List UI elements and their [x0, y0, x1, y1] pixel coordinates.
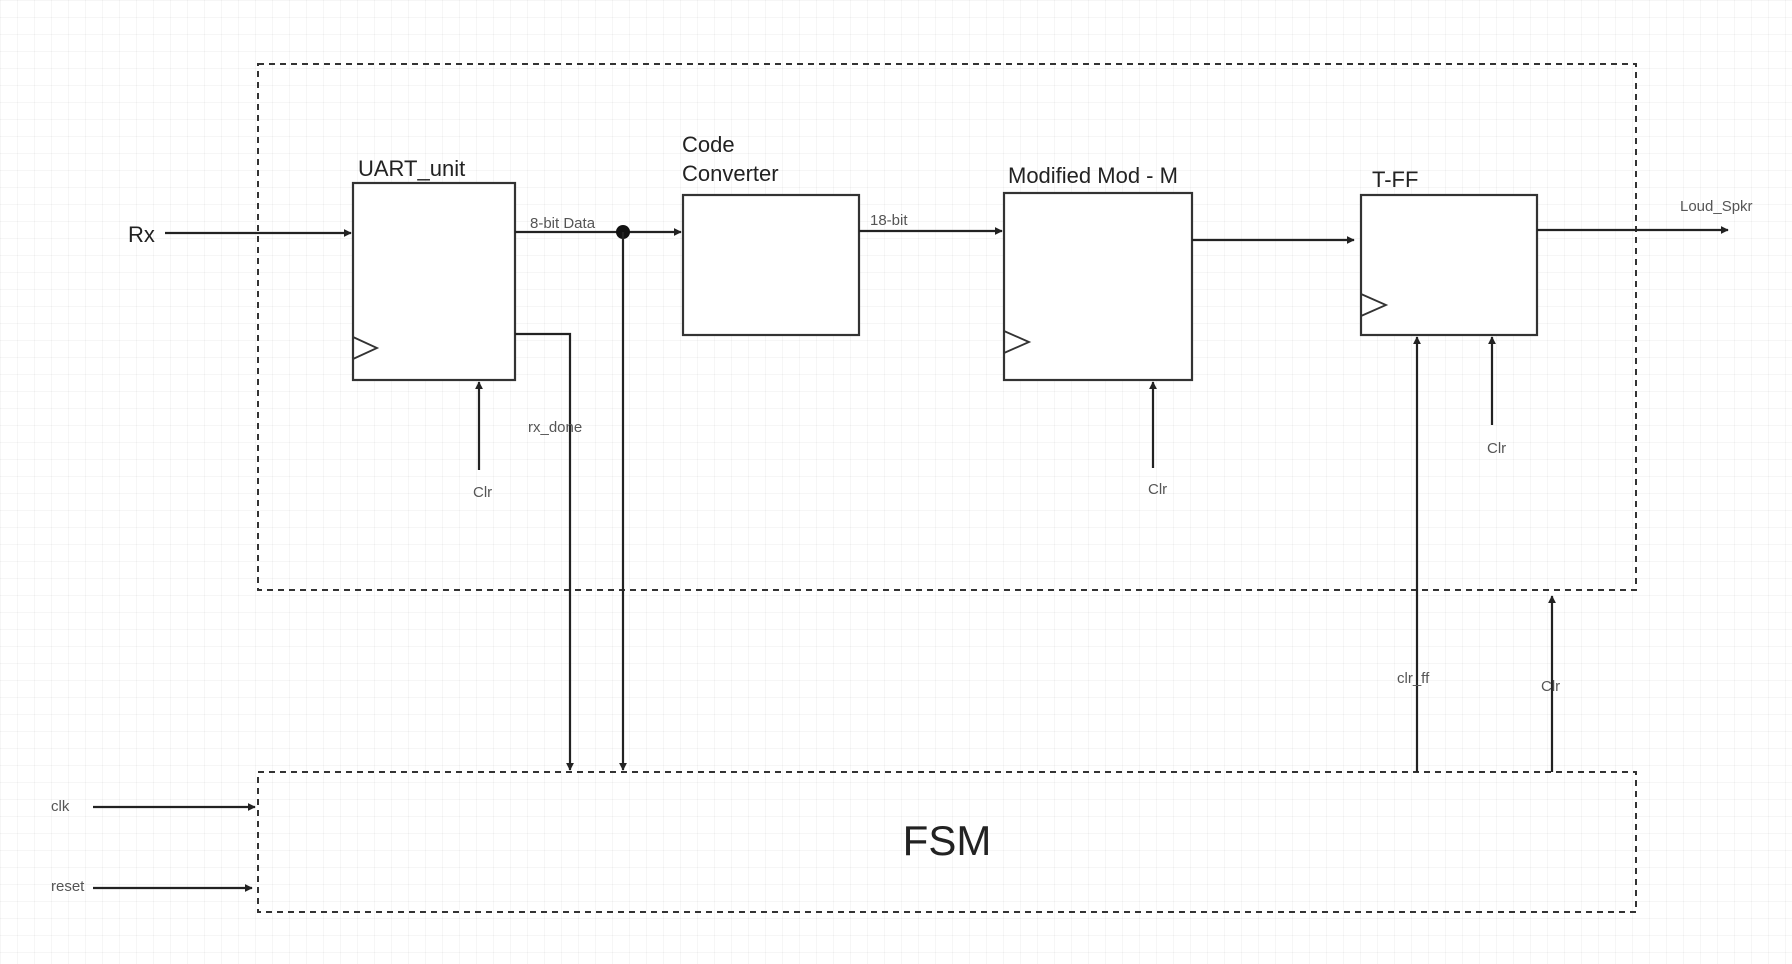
tff-block[interactable] — [1359, 193, 1539, 337]
uart-clock-triangle-icon — [352, 336, 380, 360]
code-converter-label-line2: Converter — [682, 161, 779, 186]
clk-label: clk — [51, 798, 70, 815]
reset-label: reset — [51, 878, 85, 895]
mod-m-clr-label: Clr — [1148, 481, 1167, 498]
clr-ff-label: clr_ff — [1397, 670, 1430, 687]
uart-unit-label: UART_unit — [358, 156, 465, 181]
mod-m-clock-triangle-icon — [1003, 330, 1032, 354]
tff-clock-triangle-icon — [1360, 293, 1389, 317]
bit18-label: 18-bit — [870, 212, 908, 229]
data8-label: 8-bit Data — [530, 215, 596, 232]
tff-clr-label: Clr — [1487, 440, 1506, 457]
uart-clr-label: Clr — [473, 484, 492, 501]
mod-m-block[interactable] — [1002, 191, 1194, 382]
datapath-container — [257, 63, 1637, 591]
datapath-clr-label: Clr — [1541, 678, 1560, 695]
code-converter-block[interactable] — [681, 193, 861, 337]
mod-m-label: Modified Mod - M — [1008, 163, 1178, 188]
tff-label: T-FF — [1372, 167, 1418, 192]
loud-spkr-label: Loud_Spkr — [1680, 198, 1753, 215]
code-converter-label-line1: Code — [682, 132, 735, 157]
rx-label: Rx — [128, 222, 155, 247]
rx-done-wire — [515, 332, 574, 771]
fsm-label: FSM — [903, 817, 992, 864]
uart-unit-block[interactable] — [351, 181, 517, 382]
rx-done-label: rx_done — [528, 419, 582, 436]
